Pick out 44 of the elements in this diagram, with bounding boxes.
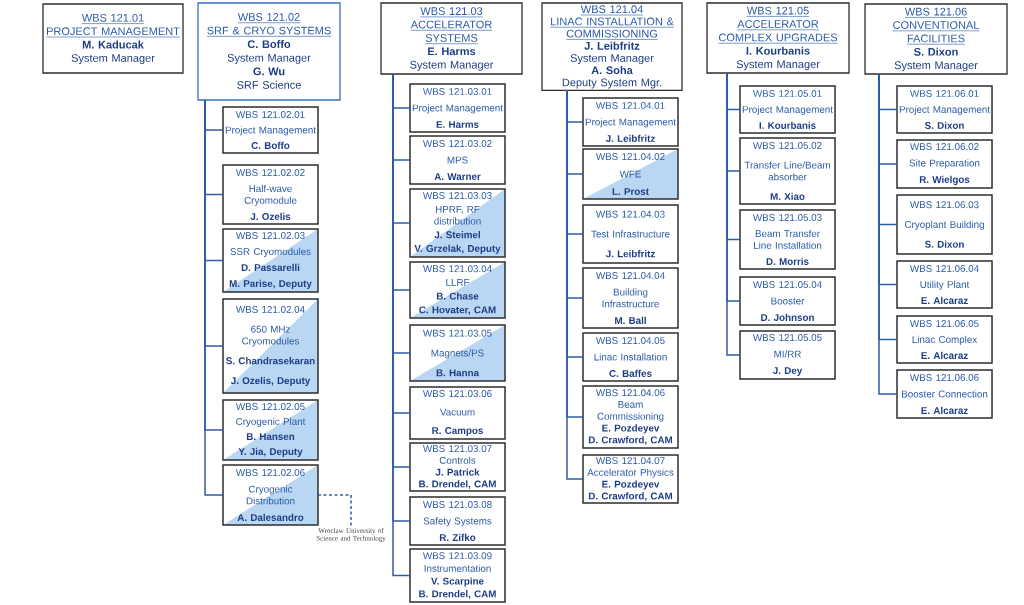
org-chart-box: WBS 121.03.05 Magnets/PS B. Hanna bbox=[409, 324, 506, 382]
org-chart-box: WBS 121.06.06 Booster Connection E. Alcaraz bbox=[896, 369, 993, 419]
tree-line bbox=[878, 73, 898, 395]
org-chart-box: WBS 121.05.05 MI/RR J. Dey bbox=[739, 330, 836, 380]
org-chart-box: WBS 121.02.02 Half-wave Cryomodule J. Ozelis bbox=[222, 164, 319, 225]
org-chart-box: WBS 121.05.02 Transfer Line/Beam absorber M. Xiao bbox=[739, 137, 836, 205]
org-chart-box: WBS 121.05.04 Booster D. Johnson bbox=[739, 276, 836, 326]
header-box: WBS 121.04 LINAC INSTALLATION & COMMISSIONING J. Leibfritz System Manager A. Soha Deputy System Mgr. bbox=[541, 2, 683, 92]
org-chart-box: WBS 121.04.05 Linac Installation C. Baffes bbox=[582, 332, 679, 382]
header-box: WBS 121.06 CONVENTIONAL FACILITIES S. Dixon System Manager bbox=[864, 3, 1008, 75]
tree-line bbox=[566, 89, 584, 480]
org-chart-box: WBS 121.02.03 SSR Cryomodules D. Passarelli M. Parise, Deputy bbox=[222, 228, 319, 293]
org-chart-box: WBS 121.04.04 Building Infrastructure M. Ball bbox=[582, 267, 679, 329]
org-chart-box: WBS 121.06.01 Project Management S. Dixon bbox=[896, 85, 993, 134]
org-chart-box: WBS 121.04.02 WFE L. Prost bbox=[582, 148, 679, 200]
org-chart-box: WBS 121.06.02 Site Preparation R. Wielgos bbox=[896, 139, 993, 189]
org-chart-box: WBS 121.03.06 Vacuum R. Campos bbox=[409, 386, 506, 440]
org-chart-box: WBS 121.03.08 Safety Systems R. Zifko bbox=[409, 496, 506, 546]
header-box: WBS 121.03 ACCELERATOR SYSTEMS E. Harms System Manager bbox=[380, 2, 523, 75]
org-chart-box: WBS 121.02.06 Cryogenic Distribution A. Dalesandro bbox=[222, 464, 319, 526]
org-chart-box: WBS 121.03.01 Project Management E. Harms bbox=[409, 83, 506, 133]
org-chart-box: WBS 121.02.04 650 MHz Cryomodules S. Chandrasekaran J. Ozelis, Deputy bbox=[222, 298, 319, 394]
org-chart-box: WBS 121.04.06 Beam Commissioning E. Pozdeyev D. Crawford, CAM bbox=[582, 385, 679, 449]
tree-line bbox=[726, 72, 741, 356]
tree-line bbox=[204, 99, 224, 496]
header-box: WBS 121.05 ACCELERATOR COMPLEX UPGRADES I. Kourbanis System Manager bbox=[706, 2, 850, 74]
org-chart-box: WBS 121.02.05 Cryogenic Plant B. Hansen Y. Jia, Deputy bbox=[222, 399, 319, 461]
org-chart-box: WBS 121.04.01 Project Management J. Leibfritz bbox=[582, 97, 679, 147]
org-chart-box: WBS 121.02.01 Project Management C. Boffo bbox=[222, 106, 319, 154]
org-chart-box: WBS 121.03.04 LLRF B. Chase C. Hovater, CAM bbox=[409, 261, 506, 319]
org-chart-box: WBS 121.03.07 Controls J. Patrick B. Drendel, CAM bbox=[409, 442, 506, 492]
org-chart-box: WBS 121.04.03 Test Infrastructure J. Leibfritz bbox=[582, 204, 679, 264]
org-chart-box: WBS 121.05.03 Beam Transfer Line Installation D. Morris bbox=[739, 209, 836, 270]
header-box: WBS 121.01 PROJECT MANAGEMENT M. Kaducak System Manager bbox=[42, 3, 184, 74]
org-chart-box: WBS 121.03.09 Instrumentation V. Scarpine B. Drendel, CAM bbox=[409, 548, 506, 603]
org-chart-box: WBS 121.06.03 Cryoplant Building S. Dixon bbox=[896, 194, 993, 255]
org-chart-box: WBS 121.06.05 Linac Complex E. Alcaraz bbox=[896, 315, 993, 364]
org-chart-box: WBS 121.05.01 Project Management I. Kourbanis bbox=[739, 85, 836, 134]
org-chart-box: WBS 121.03.03 HPRF, RF distribution J. Steimel V. Grzelak, Deputy bbox=[409, 188, 506, 258]
header-box: WBS 121.02 SRF & CRYO SYSTEMS C. Boffo System Manager G. Wu SRF Science bbox=[197, 2, 341, 101]
org-chart-box: WBS 121.06.04 Utility Plant E. Alcaraz bbox=[896, 260, 993, 309]
dashed-connector bbox=[317, 494, 352, 528]
org-chart-box: WBS 121.04.07 Accelerator Physics E. Pozdeyev D. Crawford, CAM bbox=[582, 454, 679, 504]
org-chart-box: WBS 121.03.02 MPS A. Warner bbox=[409, 135, 506, 185]
